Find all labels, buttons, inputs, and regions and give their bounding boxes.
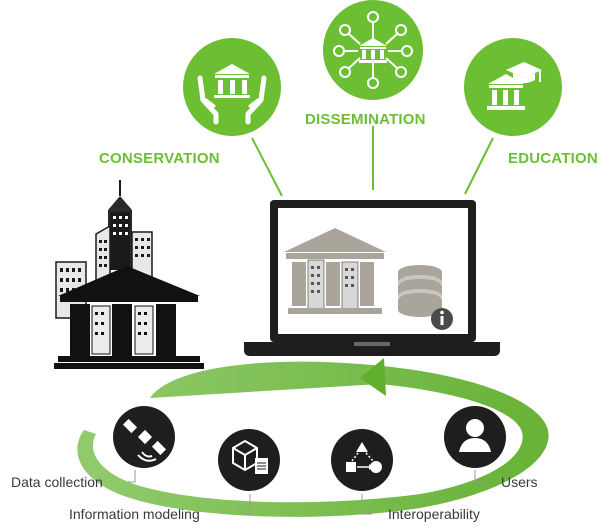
users-label: Users — [501, 474, 538, 490]
interoperability-label: Interoperability — [388, 506, 480, 522]
laptop-with-heritage-model-and-database-icon — [244, 200, 500, 356]
information-modeling-label: Information modeling — [69, 506, 200, 522]
education-icon — [464, 38, 562, 136]
data-collection-step — [113, 406, 175, 468]
database-icon — [398, 265, 442, 317]
satellite-icon — [122, 418, 167, 462]
dissemination-label: DISSEMINATION — [305, 111, 426, 128]
connector-lines — [251, 126, 494, 197]
user-icon — [459, 419, 491, 452]
education-label: EDUCATION — [508, 150, 598, 167]
label-leaders — [128, 470, 485, 515]
workflow-arrow — [77, 358, 549, 517]
interoperability-step — [331, 429, 393, 491]
conservation-label: CONSERVATION — [99, 150, 220, 167]
users-step — [444, 406, 506, 468]
conservation-icon — [183, 38, 281, 136]
dissemination-icon — [323, 0, 423, 100]
info-icon — [431, 308, 453, 330]
information-modeling-step — [218, 429, 280, 491]
data-collection-label: Data collection — [11, 474, 103, 490]
heritage-city-building-icon — [54, 180, 204, 369]
connected-shapes-icon — [346, 442, 382, 473]
3d-model-document-icon — [232, 439, 268, 474]
